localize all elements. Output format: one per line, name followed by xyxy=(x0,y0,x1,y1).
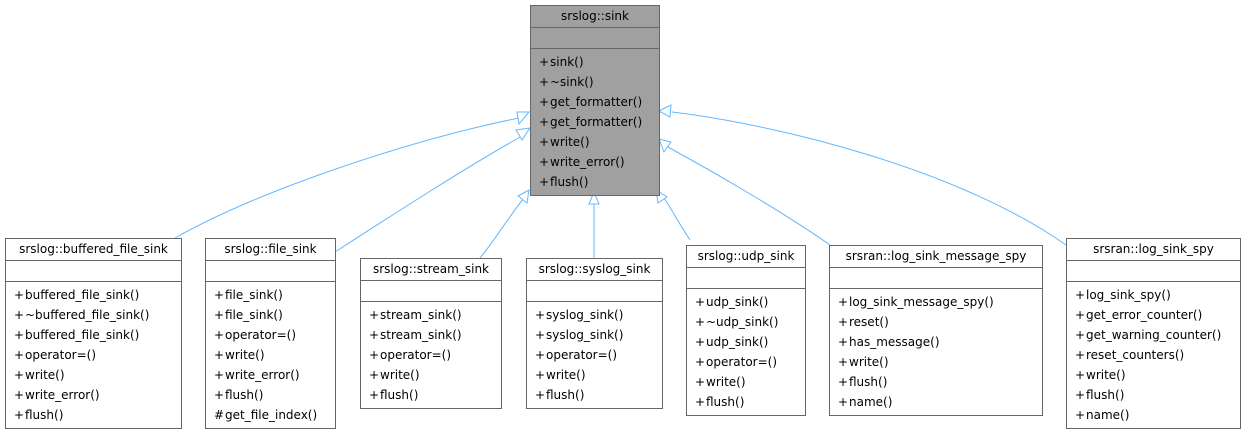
class-log-sink-spy[interactable]: srsran::log_sink_spy +log_sink_spy() +ge… xyxy=(1066,238,1241,429)
class-log-sink-message-spy[interactable]: srsran::log_sink_message_spy +log_sink_m… xyxy=(829,245,1043,416)
operation: +flush() xyxy=(369,388,419,402)
operation: +name() xyxy=(838,395,893,409)
arrowhead-syslog-sink xyxy=(588,190,600,205)
operation: +flush() xyxy=(539,175,589,189)
operation: +write_error() xyxy=(14,388,100,402)
edge-buffered-file-sink xyxy=(174,117,520,239)
operation: +reset() xyxy=(838,315,889,329)
operation: +file_sink() xyxy=(214,308,283,322)
attributes-compartment xyxy=(527,281,662,302)
operation: +flush() xyxy=(14,408,64,422)
operation: +write() xyxy=(369,368,420,382)
class-stream-sink[interactable]: srslog::stream_sink +stream_sink() +stre… xyxy=(360,258,502,409)
operation: +operator=() xyxy=(695,355,778,369)
operations-compartment: +udp_sink() +~udp_sink() +udp_sink() +op… xyxy=(687,289,805,415)
operation: +buffered_file_sink() xyxy=(14,328,140,342)
operation: +operator=() xyxy=(14,348,97,362)
operations-compartment: +syslog_sink() +syslog_sink() +operator=… xyxy=(527,302,662,408)
attributes-compartment xyxy=(206,261,335,282)
operation: +write() xyxy=(1075,368,1126,382)
operation: +log_sink_spy() xyxy=(1075,288,1171,302)
operations-compartment: +file_sink() +file_sink() +operator=() +… xyxy=(206,282,335,428)
class-title: srslog::syslog_sink xyxy=(527,259,662,281)
attributes-compartment xyxy=(830,268,1042,289)
edge-log-sink-spy xyxy=(671,111,1067,246)
operation: +write() xyxy=(214,348,265,362)
attributes-compartment xyxy=(1067,261,1240,282)
operations-compartment: +log_sink_spy() +get_error_counter() +ge… xyxy=(1067,282,1240,428)
class-syslog-sink[interactable]: srslog::syslog_sink +syslog_sink() +sysl… xyxy=(526,258,663,409)
operation: +get_warning_counter() xyxy=(1075,328,1222,342)
operation: +stream_sink() xyxy=(369,308,462,322)
class-file-sink[interactable]: srslog::file_sink +file_sink() +file_sin… xyxy=(205,238,336,429)
operation: +get_formatter() xyxy=(539,115,643,129)
operation: +flush() xyxy=(695,395,745,409)
class-srslog-sink[interactable]: srslog::sink +sink() +~sink() +get_forma… xyxy=(530,5,660,196)
operation: +flush() xyxy=(535,388,585,402)
operation: +write() xyxy=(838,355,889,369)
operation: +name() xyxy=(1075,408,1130,422)
operation: +flush() xyxy=(1075,388,1125,402)
operation: #get_file_index() xyxy=(214,408,318,422)
operation: +buffered_file_sink() xyxy=(14,288,140,302)
operation: +write() xyxy=(535,368,586,382)
class-title: srslog::buffered_file_sink xyxy=(6,239,181,261)
operation: +file_sink() xyxy=(214,288,283,302)
operation: +udp_sink() xyxy=(695,335,769,349)
operation: +flush() xyxy=(214,388,264,402)
operation: +write() xyxy=(14,368,65,382)
operation: +flush() xyxy=(838,375,888,389)
operation: +has_message() xyxy=(838,335,940,349)
operation: +write() xyxy=(539,135,590,149)
class-title: srslog::udp_sink xyxy=(687,246,805,268)
operation: +get_error_counter() xyxy=(1075,308,1203,322)
operation: +~udp_sink() xyxy=(695,315,779,329)
edge-udp-sink xyxy=(663,197,691,241)
arrowhead-log-sink-message-spy xyxy=(658,138,672,154)
operation: +write_error() xyxy=(539,155,625,169)
class-title: srslog::stream_sink xyxy=(361,259,501,281)
arrowhead-file-sink xyxy=(515,127,532,141)
operation: +syslog_sink() xyxy=(535,308,624,322)
arrowhead-stream-sink xyxy=(517,189,530,204)
attributes-compartment xyxy=(687,268,805,289)
edge-file-sink xyxy=(334,135,523,253)
operation: +stream_sink() xyxy=(369,328,462,342)
arrowhead-buffered-file-sink xyxy=(516,111,531,126)
operation: +get_formatter() xyxy=(539,95,643,109)
operation: +~sink() xyxy=(539,75,594,89)
class-title: srslog::file_sink xyxy=(206,239,335,261)
operation: +sink() xyxy=(539,55,584,69)
operations-compartment: +buffered_file_sink() +~buffered_file_si… xyxy=(6,282,181,428)
edge-log-sink-message-spy xyxy=(665,145,831,246)
operation: +write_error() xyxy=(214,368,300,382)
operations-compartment: +sink() +~sink() +get_formatter() +get_f… xyxy=(531,49,659,195)
operation: +write() xyxy=(695,375,746,389)
attributes-compartment xyxy=(531,28,659,49)
class-title: srslog::sink xyxy=(531,6,659,28)
operation: +operator=() xyxy=(214,328,297,342)
class-buffered-file-sink[interactable]: srslog::buffered_file_sink +buffered_fil… xyxy=(5,238,182,429)
arrowhead-log-sink-spy xyxy=(657,104,672,118)
class-title: srsran::log_sink_spy xyxy=(1067,239,1240,261)
operations-compartment: +stream_sink() +stream_sink() +operator=… xyxy=(361,302,501,408)
operation: +syslog_sink() xyxy=(535,328,624,342)
operation: +udp_sink() xyxy=(695,295,769,309)
operations-compartment: +log_sink_message_spy() +reset() +has_me… xyxy=(830,289,1042,415)
class-title: srsran::log_sink_message_spy xyxy=(830,246,1042,268)
operation: +reset_counters() xyxy=(1075,348,1185,362)
operation: +operator=() xyxy=(535,348,618,362)
operation: +~buffered_file_sink() xyxy=(14,308,150,322)
attributes-compartment xyxy=(6,261,181,282)
edge-stream-sink xyxy=(479,197,525,259)
operation: +log_sink_message_spy() xyxy=(838,295,994,309)
operation: +operator=() xyxy=(369,348,452,362)
attributes-compartment xyxy=(361,281,501,302)
class-udp-sink[interactable]: srslog::udp_sink +udp_sink() +~udp_sink(… xyxy=(686,245,806,416)
